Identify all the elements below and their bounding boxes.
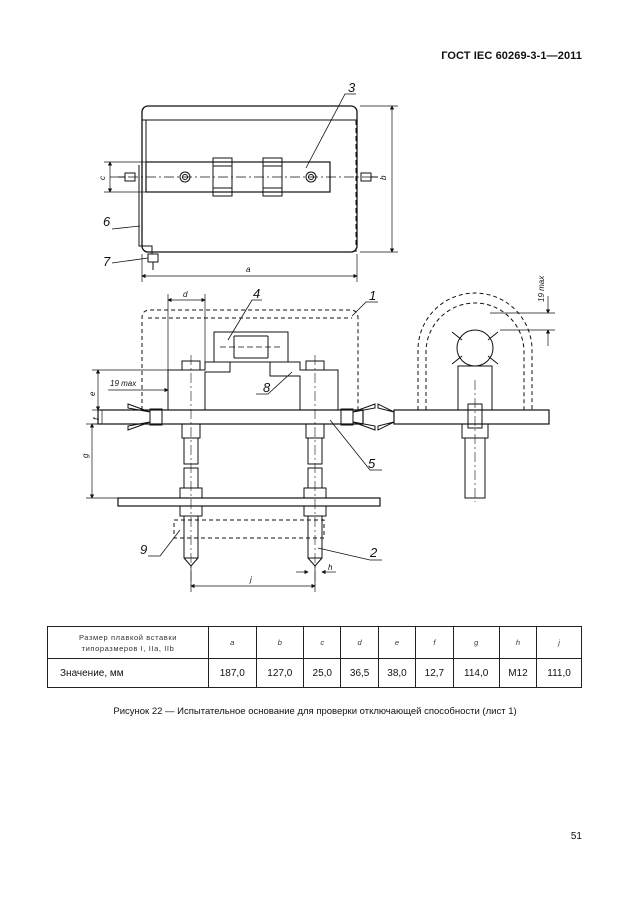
dim-f: f	[92, 417, 101, 420]
dim-19max-right: 19 max	[537, 275, 546, 302]
val-a: 187,0	[208, 658, 257, 688]
dim-g: g	[81, 453, 90, 458]
val-b: 127,0	[255, 658, 305, 688]
callout-3: 3	[348, 80, 356, 95]
val-f: 12,7	[415, 658, 454, 688]
dim-j: j	[249, 575, 252, 584]
val-d: 36,5	[340, 658, 379, 688]
col-a: a	[208, 626, 257, 659]
callout-8: 8	[263, 380, 271, 395]
col-h: h	[498, 626, 538, 659]
dim-a: a	[246, 265, 251, 274]
callout-1: 1	[369, 288, 376, 303]
dim-19max-left: 19 max	[110, 379, 137, 388]
col-j: j	[536, 626, 582, 659]
val-h: M12	[498, 658, 538, 688]
technical-drawing: 3 6 7 1 4 8 5 2 9 a b c d e f g j h 19 m…	[81, 80, 555, 592]
table-row: Значение, мм 187,0 127,0 25,0 36,5 38,0 …	[47, 658, 582, 688]
callout-4: 4	[253, 286, 260, 301]
val-j: 111,0	[536, 658, 582, 688]
header-label-line1: Размер плавкой вставки	[78, 632, 178, 642]
dim-c: c	[98, 176, 107, 180]
callout-9: 9	[140, 542, 147, 557]
dim-d: d	[183, 290, 188, 299]
header-label-line2: типоразмеров I, IIa, IIb	[81, 643, 175, 653]
figure-caption: Рисунок 22 — Испытательное основание для…	[113, 706, 517, 717]
val-g: 114,0	[452, 658, 500, 688]
standard-header: ГОСТ IEC 60269-3-1—2011	[441, 50, 582, 62]
dim-h: h	[328, 563, 333, 572]
dim-e: e	[88, 391, 97, 396]
dim-b: b	[379, 175, 388, 180]
col-d: d	[340, 626, 379, 659]
col-b: b	[255, 626, 305, 659]
callout-6: 6	[103, 214, 111, 229]
val-e: 38,0	[377, 658, 417, 688]
col-c: c	[303, 626, 342, 659]
callout-2: 2	[369, 545, 378, 560]
callout-7: 7	[103, 254, 111, 269]
table-header-label: Размер плавкой вставки типоразмеров I, I…	[47, 626, 209, 659]
val-c: 25,0	[303, 658, 342, 688]
col-e: e	[377, 626, 417, 659]
callout-5: 5	[368, 456, 376, 471]
table-header-row: Размер плавкой вставки типоразмеров I, I…	[47, 626, 582, 659]
dimensions-table: Размер плавкой вставки типоразмеров I, I…	[47, 626, 582, 688]
row-label: Значение, мм	[47, 658, 209, 688]
col-g: g	[452, 626, 500, 659]
page-number: 51	[570, 831, 582, 842]
col-f: f	[415, 626, 454, 659]
